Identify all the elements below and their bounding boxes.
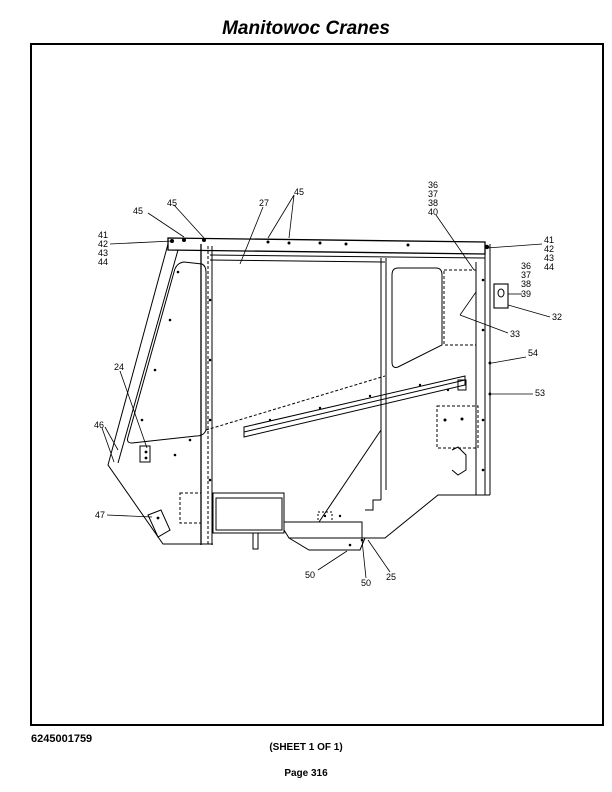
callout-47: 47 [95, 510, 105, 520]
callout-45-left: 45 [133, 206, 143, 216]
fastener-dots [140, 238, 492, 547]
callout-50-left: 50 [305, 570, 315, 580]
callout-44-right: 44 [544, 262, 554, 272]
callout-53: 53 [535, 388, 545, 398]
callout-43-left: 43 [98, 248, 108, 258]
callout-37-lamp: 37 [521, 270, 531, 280]
callout-40: 40 [428, 207, 438, 217]
sheet-label: (SHEET 1 OF 1) [269, 742, 343, 753]
callout-27: 27 [259, 198, 269, 208]
callout-50-right: 50 [361, 578, 371, 588]
callout-25: 25 [386, 572, 396, 582]
callout-33: 33 [510, 329, 520, 339]
cab-outline [107, 237, 509, 551]
callout-41-left: 41 [98, 230, 108, 240]
callout-54: 54 [528, 348, 538, 358]
callout-36-top: 36 [428, 180, 438, 190]
page-number: Page 316 [284, 768, 328, 779]
callout-45-mid: 45 [167, 198, 177, 208]
page-title: Manitowoc Cranes [222, 18, 390, 39]
document-number: 6245001759 [31, 733, 93, 745]
leader-lines [101, 194, 551, 579]
callout-37-top: 37 [428, 189, 438, 199]
callout-32: 32 [552, 312, 562, 322]
callout-46: 46 [94, 420, 104, 430]
callout-42-right: 42 [544, 244, 554, 254]
callout-39: 39 [521, 289, 531, 299]
callout-labels: 41 42 43 44 45 45 27 45 36 37 38 40 41 4… [94, 180, 562, 588]
callout-38-lamp: 38 [521, 279, 531, 289]
callout-38-top: 38 [428, 198, 438, 208]
callout-42-left: 42 [98, 239, 108, 249]
callout-45-right: 45 [294, 187, 304, 197]
callout-44-left: 44 [98, 257, 108, 267]
callout-24: 24 [114, 362, 124, 372]
callout-43-right: 43 [544, 253, 554, 263]
callout-41-right: 41 [544, 235, 554, 245]
drawing-frame [30, 43, 604, 726]
callout-36-lamp: 36 [521, 261, 531, 271]
